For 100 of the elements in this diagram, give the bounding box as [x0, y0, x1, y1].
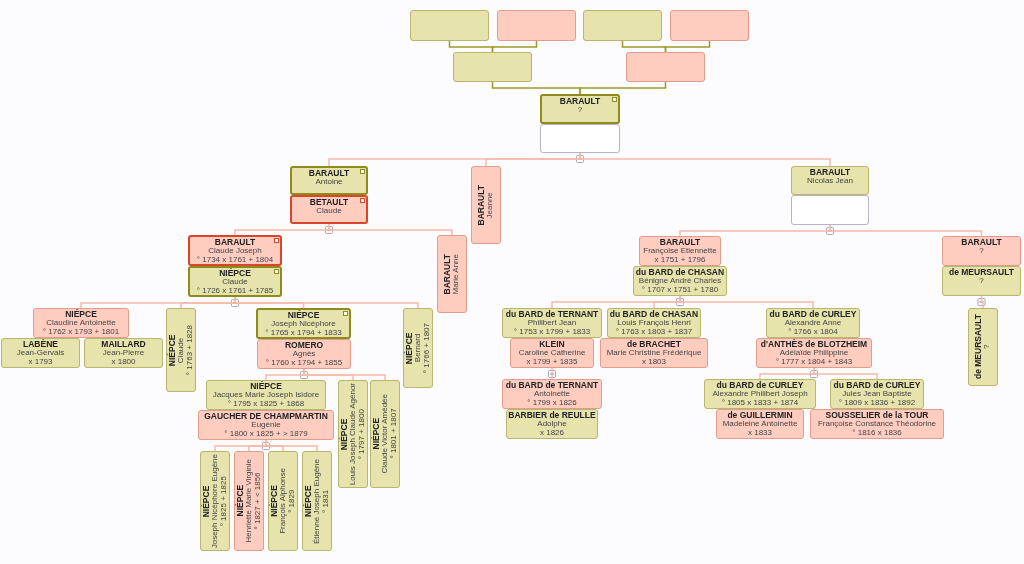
person-box [942, 266, 1021, 296]
given-name: Françoise Etiennette [643, 247, 717, 255]
person-box [968, 308, 998, 386]
surname: NIÉPCE [270, 485, 279, 517]
person-box [502, 308, 602, 338]
connector-line [491, 40, 538, 53]
surname: BARAULT [559, 97, 601, 106]
given-name: Bernard [414, 333, 423, 363]
person-box [471, 166, 501, 244]
person-box [188, 266, 282, 297]
given-name: Henriette Marie Virginie [245, 459, 254, 543]
person-box [766, 308, 860, 338]
life-dates: x 1833 [747, 428, 772, 437]
surname: MAILLARD [101, 340, 146, 349]
life-dates: ° 1777 x 1804 + 1843 [775, 357, 853, 366]
given-name: Claude [222, 278, 248, 287]
person-box [33, 308, 129, 338]
life-dates: ° 1753 x 1799 + 1833 [513, 327, 591, 336]
connector-line [664, 40, 711, 53]
surname: du BARD de CURLEY [769, 310, 857, 319]
given-name: Agnès [292, 350, 316, 358]
given-name: Claude [316, 207, 342, 216]
person-box [302, 451, 332, 551]
surname: de MEURSAULT [949, 268, 1014, 277]
surname: BARAULT [477, 184, 487, 226]
life-dates: x 1751 + 1796 [654, 255, 706, 264]
person-box [633, 266, 727, 296]
connector-line [551, 367, 553, 380]
life-dates: ° 1829 [287, 489, 296, 513]
given-name: Louis Joseph Claude Agénor [349, 382, 358, 486]
life-dates: ° 1827 + < 1856 [253, 472, 262, 530]
person-box [188, 235, 282, 266]
person-box [791, 166, 869, 195]
life-dates: ° 1799 x 1826 [527, 398, 577, 407]
given-name: Philibert Jean [527, 319, 577, 328]
given-name: Eugénie [251, 421, 281, 429]
surname: de MEURSAULT [974, 314, 984, 380]
surname: BARAULT [214, 238, 256, 247]
connector-line [328, 223, 453, 236]
given-name: Claude Victor Amédée [381, 394, 390, 474]
life-dates: ° 1800 x 1825 + > 1879 [224, 429, 308, 438]
surname: NIÉPCE [236, 485, 245, 517]
person-box [290, 166, 368, 195]
surname: du BARD de TERNANT [505, 381, 599, 390]
given-name: Étienne Joseph Eugène [313, 458, 322, 544]
surname: BARBIER de REULLE [508, 411, 596, 420]
connector-line [980, 295, 984, 309]
life-dates: x 1803 [641, 357, 666, 366]
given-name: Jacques Marie Joseph Isidore [212, 391, 320, 399]
life-dates: ° 1760 x 1794 + 1855 [265, 358, 343, 367]
given-name: Caroline Catherine [518, 349, 586, 358]
surname: du BARD de CURLEY [716, 381, 804, 390]
person-box [370, 380, 400, 488]
person-box [639, 236, 721, 266]
person-box [502, 379, 602, 409]
empty-box [410, 10, 489, 41]
life-dates: x 1800 [111, 357, 136, 366]
empty-box [583, 10, 662, 41]
person-box [600, 338, 708, 368]
given-name: Marie Christine Frédérique [606, 349, 702, 358]
person-box [704, 379, 816, 409]
surname: KLEIN [539, 340, 565, 349]
empty-box [626, 52, 705, 82]
life-dates: ° 1763 + 1828 [185, 324, 194, 376]
person-box [256, 308, 351, 339]
person-box [942, 236, 1021, 266]
surname: ROMERO [284, 341, 324, 350]
given-name: Claude Joseph [208, 247, 262, 256]
given-name: Françoise Constance Théodorine [817, 420, 937, 429]
given-name: Alexandre Anne [784, 319, 842, 328]
person-box [830, 379, 924, 409]
given-name: Jeanne [486, 191, 495, 219]
person-box [198, 410, 334, 440]
surname: NIÉPCE [202, 485, 211, 517]
life-dates: ° 1801 + 1807 [389, 408, 398, 460]
surname: du BARD de TERNANT [505, 310, 599, 319]
given-name: Jean-Gervais [16, 349, 65, 358]
person-box [506, 409, 598, 439]
life-dates: ° 1762 x 1793 + 1801 [42, 327, 120, 336]
surname: BARAULT [659, 238, 701, 247]
surname: du BARD de CURLEY [833, 381, 921, 390]
surname: BARAULT [809, 168, 851, 177]
given-name: Bénigne André Charles [638, 277, 722, 285]
person-box [810, 409, 944, 439]
life-dates: x 1826 [540, 428, 564, 437]
surname: BARAULT [308, 169, 350, 178]
person-box [268, 451, 298, 551]
surname: NIÉPCE [405, 332, 414, 364]
life-dates: ° 1707 x 1751 + 1780 [641, 285, 719, 294]
connector-line [829, 224, 983, 237]
person-box [1, 338, 80, 368]
surname: NIÉPCE [340, 418, 349, 450]
surname: de GUILLERMIN [727, 411, 793, 420]
surname: du BARD de CHASAN [635, 268, 725, 277]
person-box [540, 94, 620, 124]
given-name: ? [979, 277, 984, 286]
surname: LABÈNE [23, 340, 58, 349]
given-name: ? [979, 247, 984, 256]
surname: GAUCHER DE CHAMPMARTIN [204, 412, 328, 421]
life-dates: ° 1809 x 1836 + 1892 [838, 398, 916, 407]
